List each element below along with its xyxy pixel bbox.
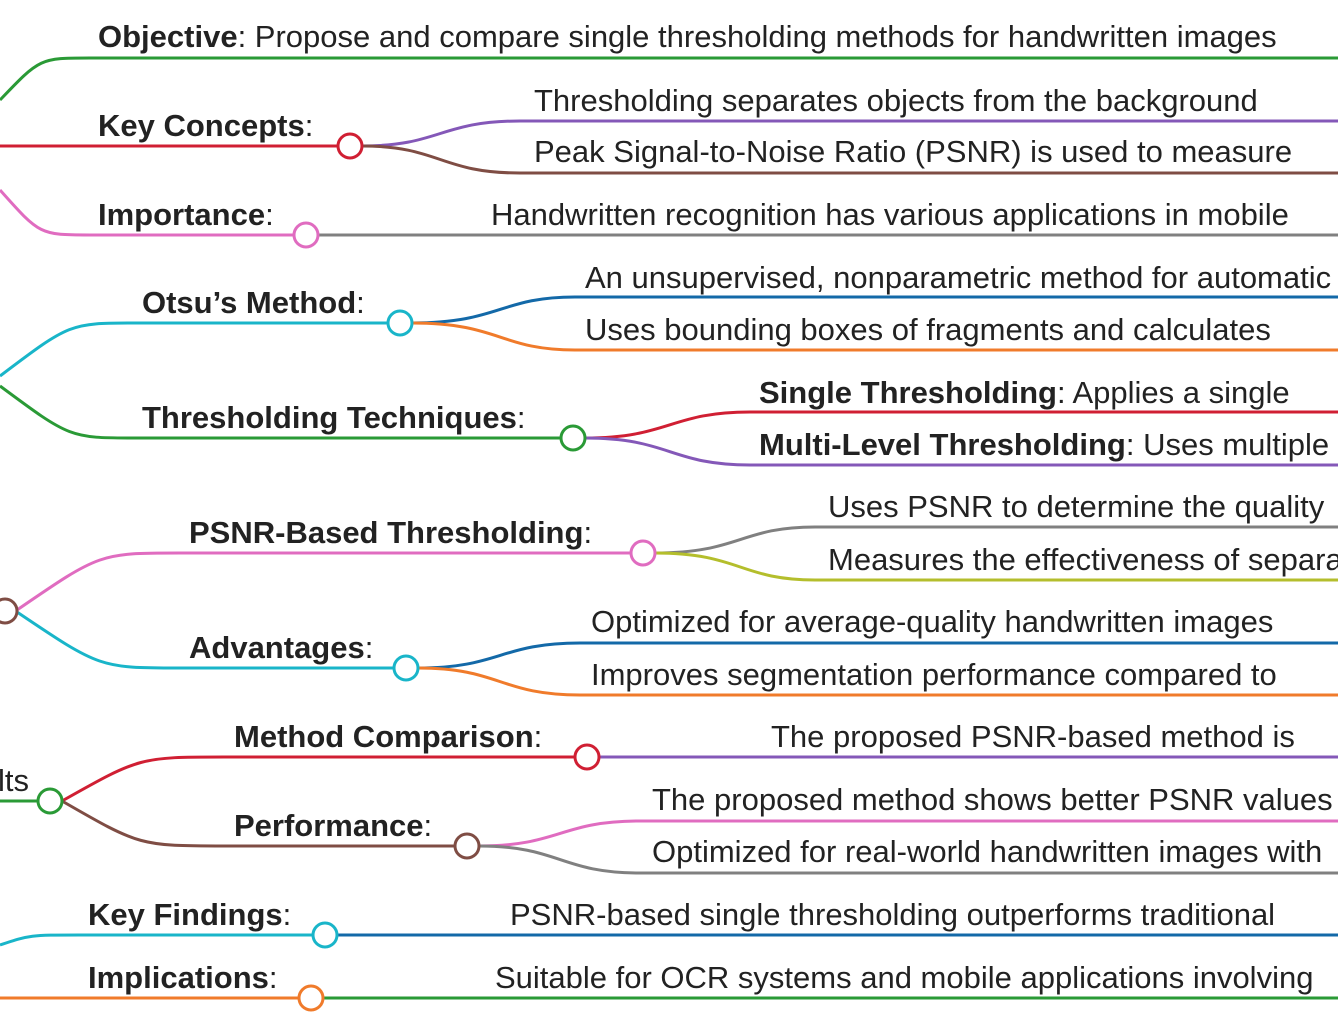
node-implications-connector	[297, 984, 325, 1012]
node-results-fragment: lts	[0, 763, 29, 798]
node-psnr-parent-connector	[0, 597, 19, 625]
edge-key-concepts-child-1	[361, 119, 1338, 148]
branch-results: lts	[0, 763, 38, 803]
node-psnr-based: PSNR-Based Thresholding:	[189, 515, 592, 550]
edge-method-comparison	[61, 755, 575, 803]
branch-key-findings: Key Findings: PSNR-based single threshol…	[0, 897, 1338, 949]
branch-implications: Implications: Suitable for OCR systems a…	[0, 960, 1338, 1012]
node-performance: Performance:	[234, 808, 432, 843]
node-method-comparison-connector	[573, 743, 601, 771]
edge-otsu	[0, 321, 388, 378]
leaf-performance-2: Optimized for real-world handwritten ima…	[652, 834, 1322, 869]
leaf-key-concepts-1: Thresholding separates objects from the …	[534, 83, 1258, 118]
node-advantages: Advantages:	[189, 630, 373, 665]
node-otsu-connector	[386, 309, 414, 337]
edge-advantages-child-2	[417, 666, 1338, 697]
leaf-importance-1: Handwritten recognition has various appl…	[491, 197, 1289, 232]
node-psnr-based-connector	[629, 539, 657, 567]
edge-key-concepts-child-2	[361, 144, 1338, 175]
edge-advantages	[16, 610, 394, 670]
leaf-psnr-1: Uses PSNR to determine the quality	[828, 489, 1325, 524]
edge-importance	[0, 189, 294, 237]
leaf-advantages-1: Optimized for average-quality handwritte…	[591, 604, 1273, 639]
node-otsu: Otsu’s Method:	[142, 285, 365, 320]
branch-thresholding-techniques: Thresholding Techniques: Single Threshol…	[0, 375, 1338, 467]
edge-thresholding-child-1	[584, 410, 1338, 440]
branch-performance: Performance: The proposed method shows b…	[61, 782, 1338, 875]
node-implications: Implications:	[88, 960, 278, 995]
branch-key-concepts: Key Concepts: Thresholding separates obj…	[0, 83, 1338, 175]
edge-objective	[0, 56, 1338, 102]
node-importance-connector	[292, 221, 320, 249]
leaf-otsu-2: Uses bounding boxes of fragments and cal…	[585, 312, 1271, 347]
leaf-single-thresholding: Single Thresholding: Applies a single	[759, 375, 1290, 410]
leaf-advantages-2: Improves segmentation performance compar…	[591, 657, 1277, 692]
edge-psnr-child-2	[654, 551, 1338, 582]
node-thresholding-techniques: Thresholding Techniques:	[142, 400, 526, 435]
branch-otsu: Otsu’s Method: An unsupervised, nonparam…	[0, 260, 1338, 378]
leaf-otsu-1: An unsupervised, nonparametric method fo…	[585, 260, 1331, 295]
node-importance: Importance:	[98, 197, 274, 232]
node-performance-connector	[453, 832, 481, 860]
edge-thresholding-child-2	[584, 436, 1338, 467]
node-key-concepts: Key Concepts:	[98, 108, 313, 143]
leaf-multi-level-thresholding: Multi-Level Thresholding: Uses multiple	[759, 427, 1329, 462]
branch-advantages: Advantages: Optimized for average-qualit…	[16, 604, 1338, 697]
leaf-implications-1: Suitable for OCR systems and mobile appl…	[495, 960, 1313, 995]
leaf-key-findings-1: PSNR-based single thresholding outperfor…	[510, 897, 1275, 932]
edge-otsu-child-2	[411, 321, 1338, 352]
leaf-key-concepts-2: Peak Signal-to-Noise Ratio (PSNR) is use…	[534, 134, 1292, 169]
edge-advantages-child-1	[417, 641, 1338, 670]
edge-thresholding-techniques	[0, 384, 561, 440]
edge-key-findings	[0, 933, 313, 947]
edge-performance-child-2	[478, 844, 1338, 875]
edge-otsu-child-1	[411, 295, 1338, 325]
branch-objective: Objective: Propose and compare single th…	[0, 19, 1338, 102]
edge-psnr-based	[16, 551, 631, 612]
node-objective: Objective: Propose and compare single th…	[98, 19, 1277, 54]
leaf-performance-1: The proposed method shows better PSNR va…	[652, 782, 1333, 817]
node-key-findings: Key Findings:	[88, 897, 291, 932]
node-key-findings-connector	[311, 921, 339, 949]
node-results-connector	[36, 787, 64, 815]
edge-performance	[61, 799, 455, 848]
node-thresholding-techniques-connector	[559, 424, 587, 452]
node-method-comparison: Method Comparison:	[234, 719, 542, 754]
branch-importance: Importance: Handwritten recognition has …	[0, 189, 1338, 249]
node-advantages-connector	[392, 654, 420, 682]
leaf-method-comparison-1: The proposed PSNR-based method is	[771, 719, 1295, 754]
edge-performance-child-1	[478, 819, 1338, 848]
branch-psnr-based: PSNR-Based Thresholding: Uses PSNR to de…	[16, 489, 1338, 612]
leaf-psnr-2: Measures the effectiveness of separation	[828, 542, 1338, 577]
node-key-concepts-connector	[336, 132, 364, 160]
edge-psnr-child-1	[654, 525, 1338, 555]
branch-method-comparison: Method Comparison: The proposed PSNR-bas…	[61, 719, 1338, 803]
